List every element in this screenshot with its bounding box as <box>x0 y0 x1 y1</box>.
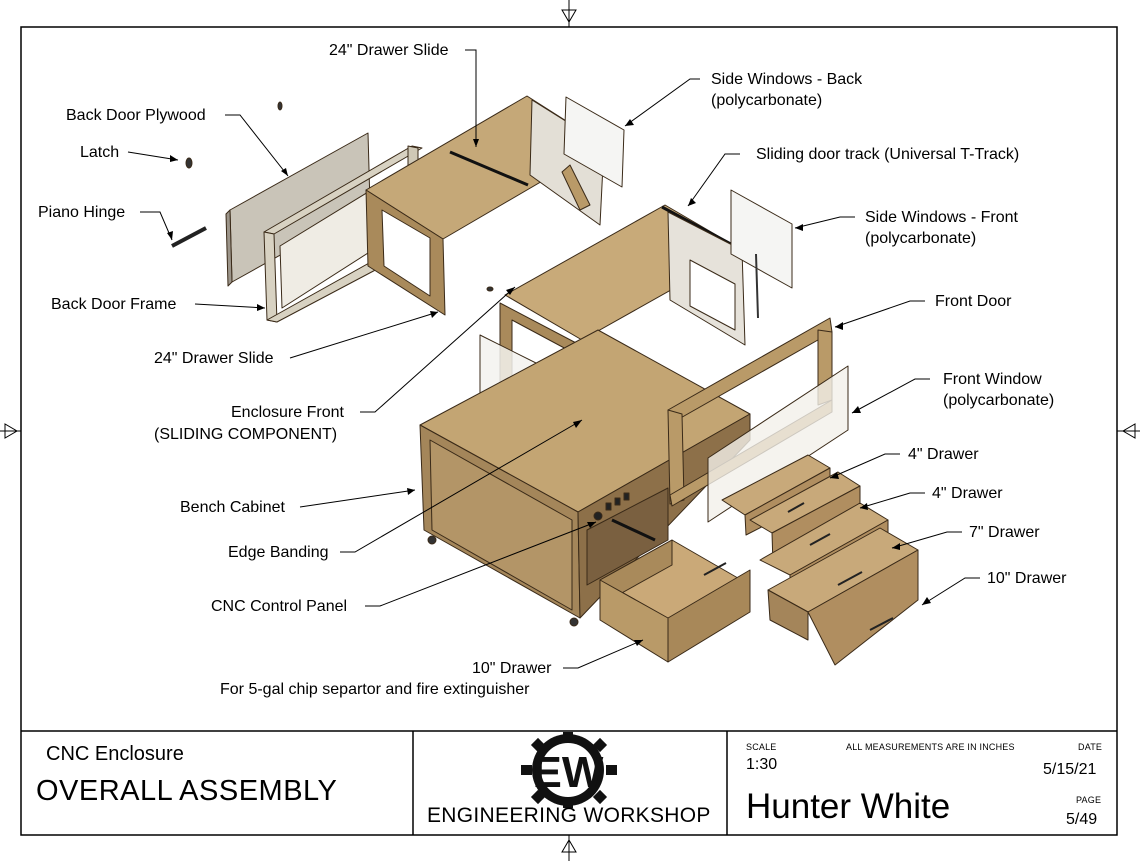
label-cnc-control-panel: CNC Control Panel <box>211 598 348 615</box>
label-drawer-4-b: 4" Drawer <box>932 485 1003 502</box>
label-front-window: Front Window <box>943 371 1042 388</box>
drawer-10-bottom <box>599 539 751 663</box>
drawing-title: OVERALL ASSEMBLY <box>36 775 338 807</box>
side-window-back <box>563 96 625 188</box>
engineering-workshop-logo: EW <box>521 732 617 808</box>
units-note: ALL MEASUREMENTS ARE IN INCHES <box>846 742 1015 752</box>
side-window-front <box>730 189 793 289</box>
label-drawer-4-a: 4" Drawer <box>908 446 979 463</box>
latch <box>185 157 193 169</box>
front-window-pane <box>707 365 849 523</box>
label-drawer-slide-bottom: 24" Drawer Slide <box>154 350 274 367</box>
author-name: Hunter White <box>746 787 951 826</box>
company-name: ENGINEERING WORKSHOP <box>427 804 711 827</box>
label-side-windows-back-sub: (polycarbonate) <box>711 92 823 109</box>
project-name: CNC Enclosure <box>46 743 184 765</box>
label-back-door-plywood: Back Door Plywood <box>66 107 206 124</box>
label-back-door-frame: Back Door Frame <box>51 296 177 313</box>
leader-lines <box>127 49 980 669</box>
label-front-window-sub: (polycarbonate) <box>943 392 1055 409</box>
page-value: 5/49 <box>1066 811 1098 828</box>
label-drawer-7: 7" Drawer <box>969 524 1040 541</box>
date-value: 5/15/21 <box>1043 761 1097 778</box>
drawer-stack <box>721 454 919 666</box>
label-enclosure-front: Enclosure Front <box>231 404 344 421</box>
label-side-windows-front: Side Windows - Front <box>865 209 1018 226</box>
label-side-windows-front-sub: (polycarbonate) <box>865 230 977 247</box>
scale-label: SCALE <box>746 742 777 752</box>
front-door <box>667 317 849 523</box>
label-bench-cabinet: Bench Cabinet <box>180 499 285 516</box>
label-drawer-10-bottom-note: For 5-gal chip separtor and fire extingu… <box>220 681 530 698</box>
label-sliding-track: Sliding door track (Universal T-Track) <box>756 146 1020 163</box>
cnc-enclosure-illustration <box>171 95 919 666</box>
label-front-door: Front Door <box>935 293 1012 310</box>
label-drawer-10-bottom: 10" Drawer <box>472 660 552 677</box>
label-drawer-slide-top: 24" Drawer Slide <box>329 42 449 59</box>
label-piano-hinge: Piano Hinge <box>38 204 126 221</box>
label-side-windows-back: Side Windows - Back <box>711 71 863 88</box>
label-edge-banding: Edge Banding <box>228 544 329 561</box>
piano-hinge <box>171 226 207 248</box>
label-enclosure-front-sub: (SLIDING COMPONENT) <box>154 426 338 443</box>
page-label: PAGE <box>1076 795 1102 805</box>
logo-text: EW <box>533 748 604 797</box>
back-enclosure <box>365 95 625 316</box>
leader-arrowheads <box>167 119 931 646</box>
date-label: DATE <box>1078 742 1103 752</box>
label-latch: Latch <box>80 144 120 161</box>
label-drawer-10-right: 10" Drawer <box>987 570 1067 587</box>
scale-value: 1:30 <box>746 756 778 773</box>
control-panel-knob <box>593 511 603 521</box>
